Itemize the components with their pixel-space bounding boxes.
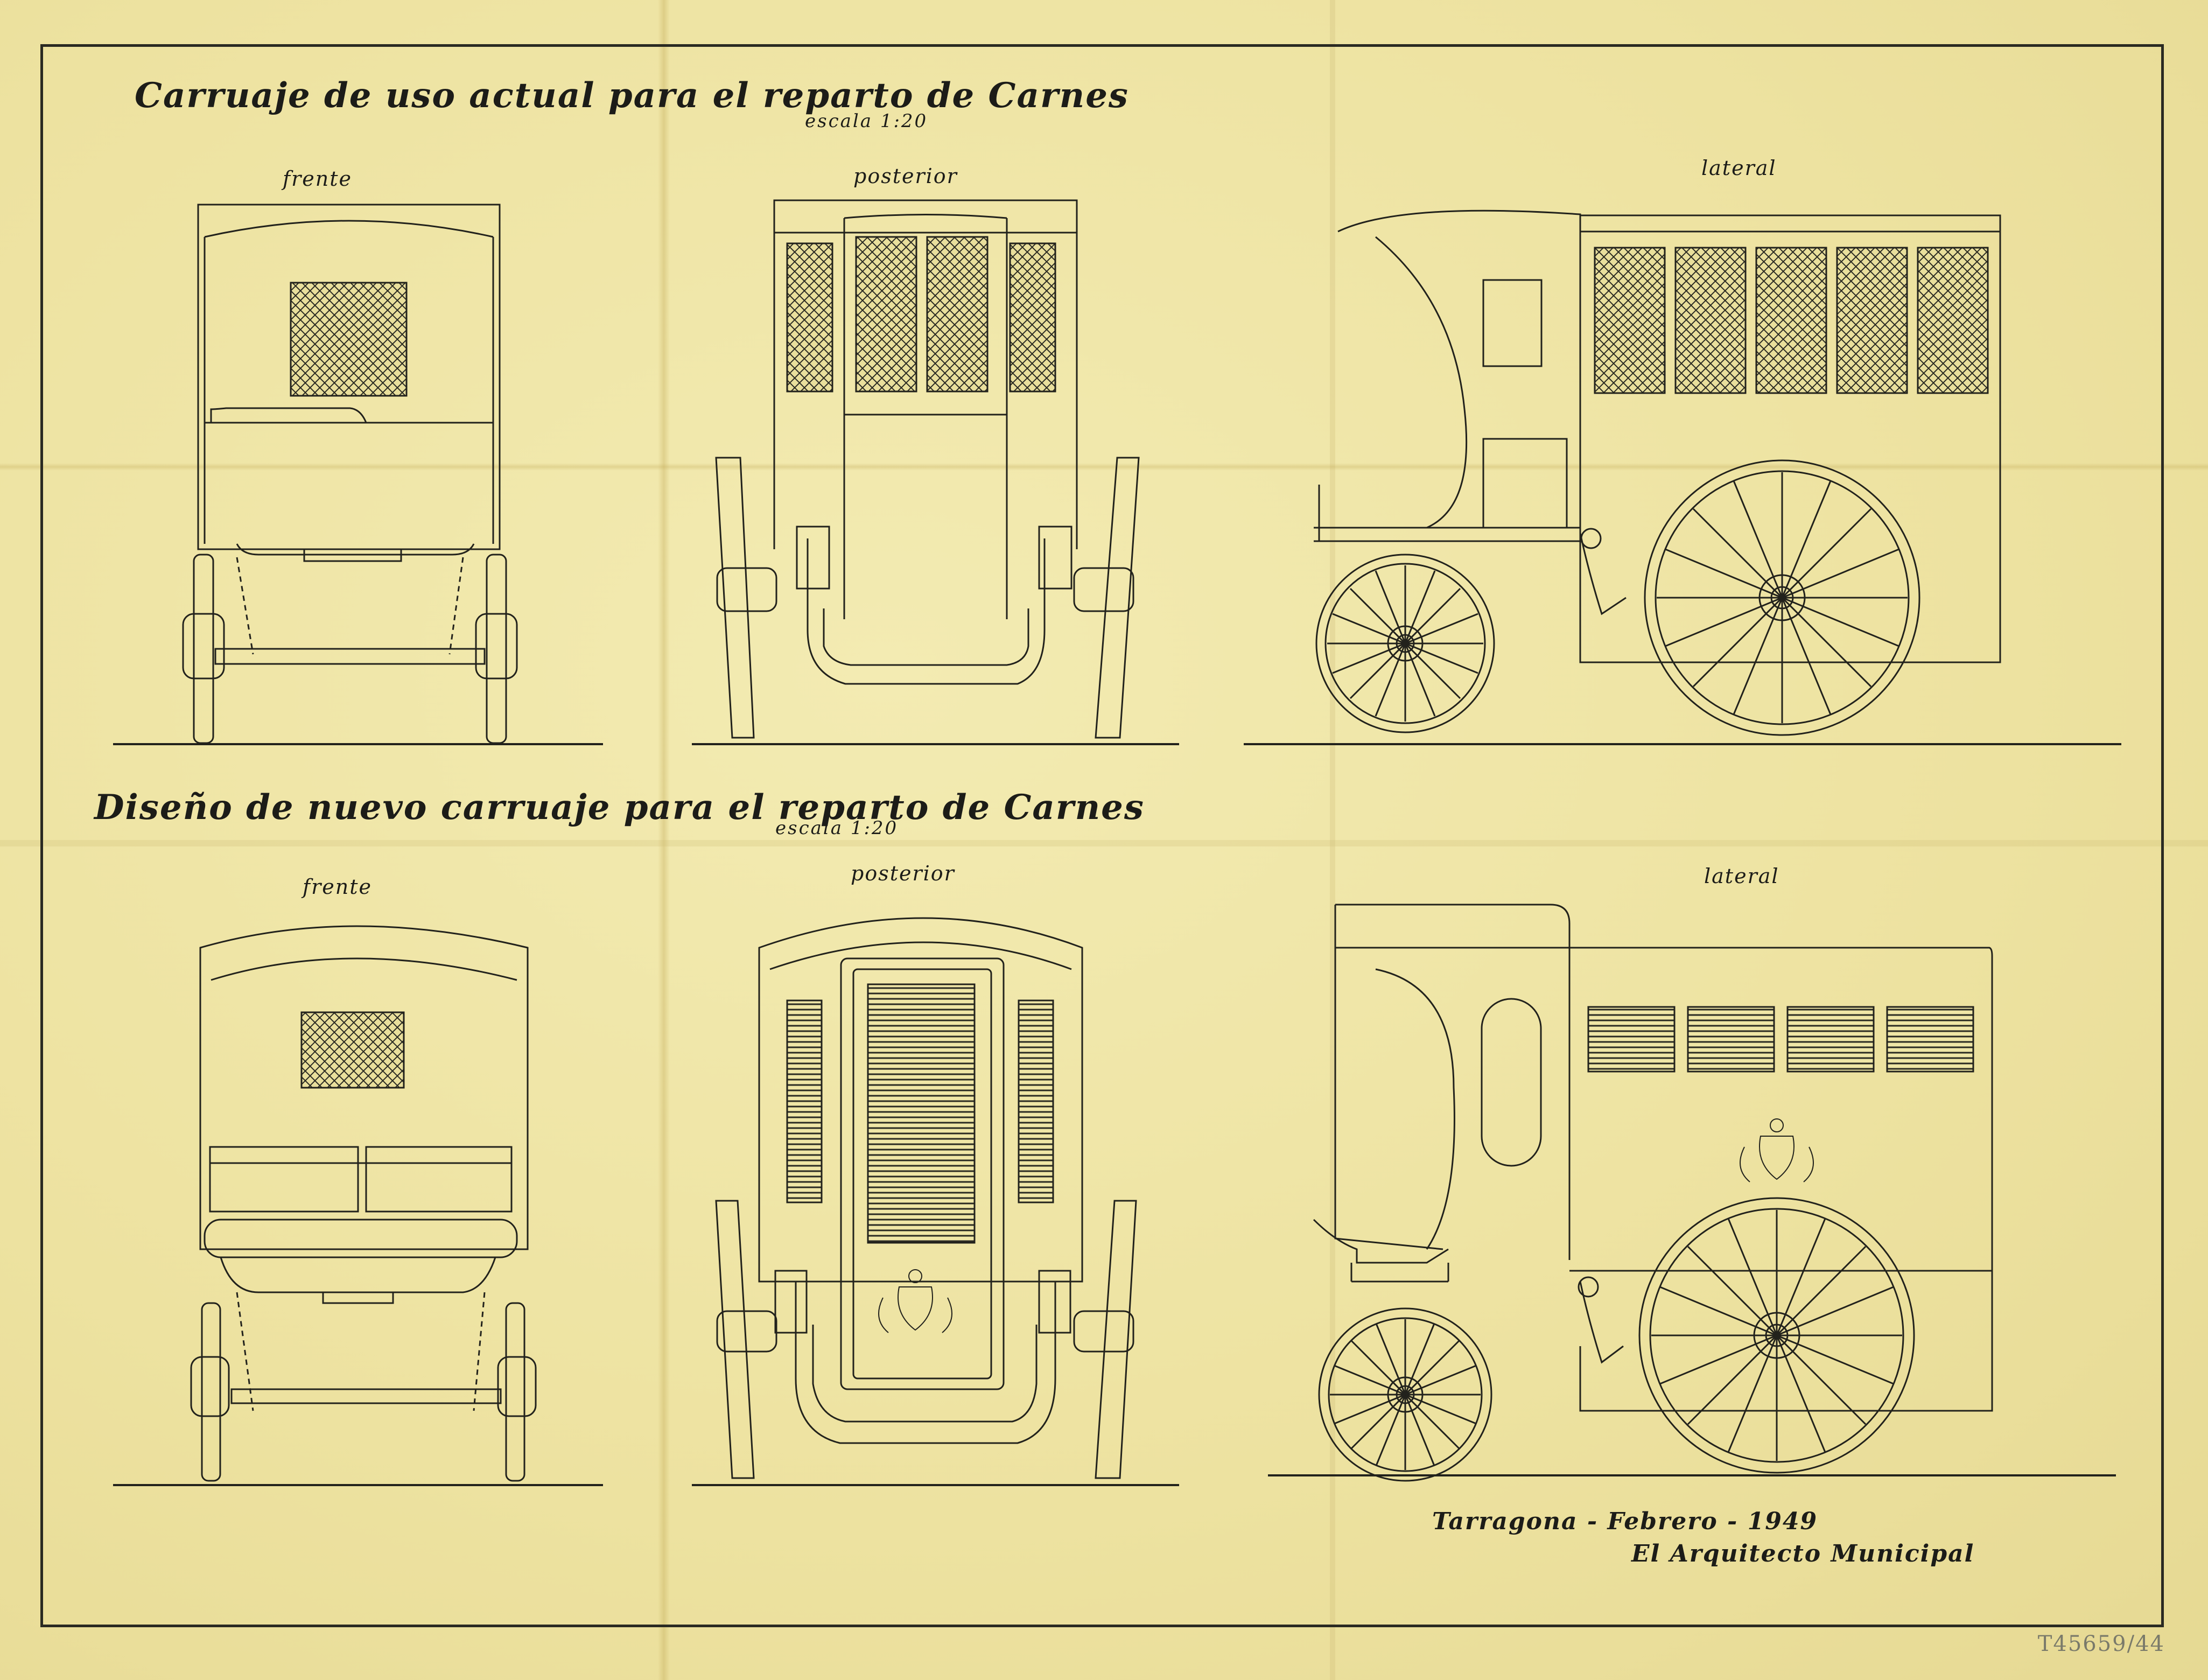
label-new-rear: posterior [851, 862, 955, 885]
label-current-side: lateral [1701, 156, 1777, 180]
new-front-view [113, 926, 603, 1485]
fold-crease-horizontal [0, 463, 2208, 471]
title-new-carriage: Diseño de nuevo carruaje para el reparto… [94, 787, 1145, 828]
label-new-side: lateral [1704, 864, 1779, 888]
new-rear-view [692, 918, 1179, 1485]
coat-of-arms-rear [879, 1270, 952, 1333]
scale-current-carriage: escala 1:20 [805, 110, 928, 132]
current-front-view [113, 205, 603, 744]
label-current-front: frente [283, 167, 352, 191]
scale-new-carriage: escala 1:20 [775, 817, 899, 839]
fold-crease-horizontal-lower [0, 840, 2208, 846]
fold-crease-vertical-right [1330, 0, 1335, 1680]
fold-crease-vertical [658, 0, 670, 1680]
title-current-carriage: Carruaje de uso actual para el reparto d… [135, 75, 1129, 116]
current-side-view [1244, 211, 2121, 744]
coat-of-arms-side [1740, 1119, 1813, 1182]
new-side-view [1268, 905, 2116, 1481]
drawing-border [40, 44, 2164, 1627]
signature-place-date: Tarragona - Febrero - 1949 [1432, 1508, 1818, 1535]
label-current-rear: posterior [853, 164, 958, 188]
signature-architect: El Arquitecto Municipal [1631, 1540, 1975, 1567]
current-rear-view [692, 200, 1179, 744]
label-new-front: frente [303, 875, 372, 899]
archive-stamp: T45659/44 [2037, 1632, 2165, 1656]
